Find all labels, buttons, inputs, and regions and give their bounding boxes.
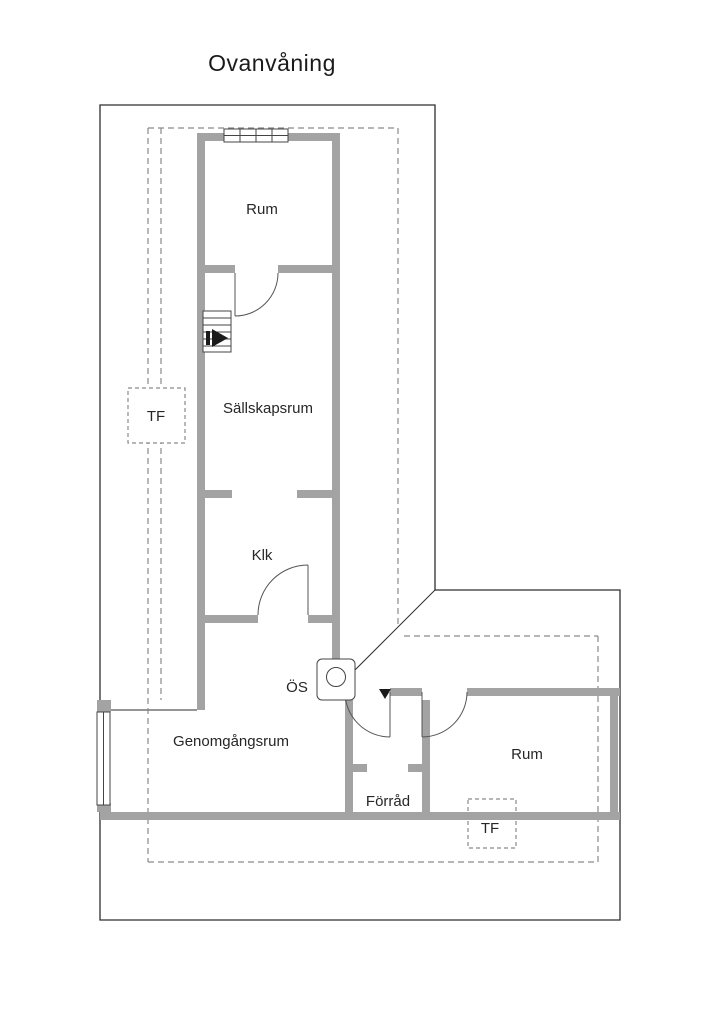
wall-segment	[288, 133, 340, 141]
wall-segment	[308, 615, 340, 623]
wall-segment	[97, 700, 111, 712]
wall-segment	[197, 265, 235, 273]
wall-segment	[97, 803, 111, 812]
wall-segment	[345, 700, 353, 820]
room-label-rum-bottom: Rum	[511, 746, 543, 763]
room-label-rum-top: Rum	[246, 201, 278, 218]
wall-segment	[278, 265, 340, 273]
stairs-symbol	[202, 310, 232, 353]
room-label-os: ÖS	[286, 678, 308, 696]
page-title: Ovanvåning	[208, 50, 336, 76]
wall-segment	[332, 133, 340, 700]
door-symbol	[234, 272, 279, 317]
door-swing-arc	[234, 272, 279, 317]
fireplace-symbol	[316, 658, 356, 701]
door-swing-arc	[421, 691, 468, 738]
skylight-box-bottom	[467, 798, 517, 849]
room-label-forrad: Förråd	[366, 793, 410, 810]
door-symbol	[257, 564, 309, 616]
room-label-genomgangsrum: Genomgångsrum	[173, 733, 289, 750]
stairs-direction-bar	[206, 331, 210, 345]
marker-label-tf-bottom: TF	[481, 820, 499, 837]
wall-segment	[467, 688, 620, 696]
wall-segment	[297, 490, 340, 498]
door-swing-arc	[257, 564, 309, 616]
window-symbol-left	[96, 711, 111, 806]
wall-segment	[197, 615, 258, 623]
roof-valley-line	[347, 589, 436, 678]
skylight-box-left	[127, 387, 186, 444]
marker-label-tf-left: TF	[147, 408, 165, 425]
wall-segment	[100, 812, 620, 820]
room-label-klk: Klk	[252, 547, 273, 564]
fireplace-flue-circle	[326, 667, 346, 687]
wall-segment	[610, 696, 618, 812]
landing-arrow-marker	[379, 689, 391, 699]
wall-segment	[197, 490, 232, 498]
wall-segment	[408, 764, 430, 772]
wall-segment	[197, 133, 205, 710]
room-label-sallskapsrum: Sällskapsrum	[223, 400, 313, 417]
door-symbol	[421, 691, 468, 738]
wall-segment	[422, 700, 430, 820]
window-symbol-top	[223, 128, 289, 143]
wall-segment	[390, 688, 422, 696]
wall-segment	[197, 133, 224, 141]
building-outline	[99, 104, 621, 921]
wall-segment	[345, 764, 367, 772]
stairs-direction-arrow-icon	[212, 329, 228, 347]
